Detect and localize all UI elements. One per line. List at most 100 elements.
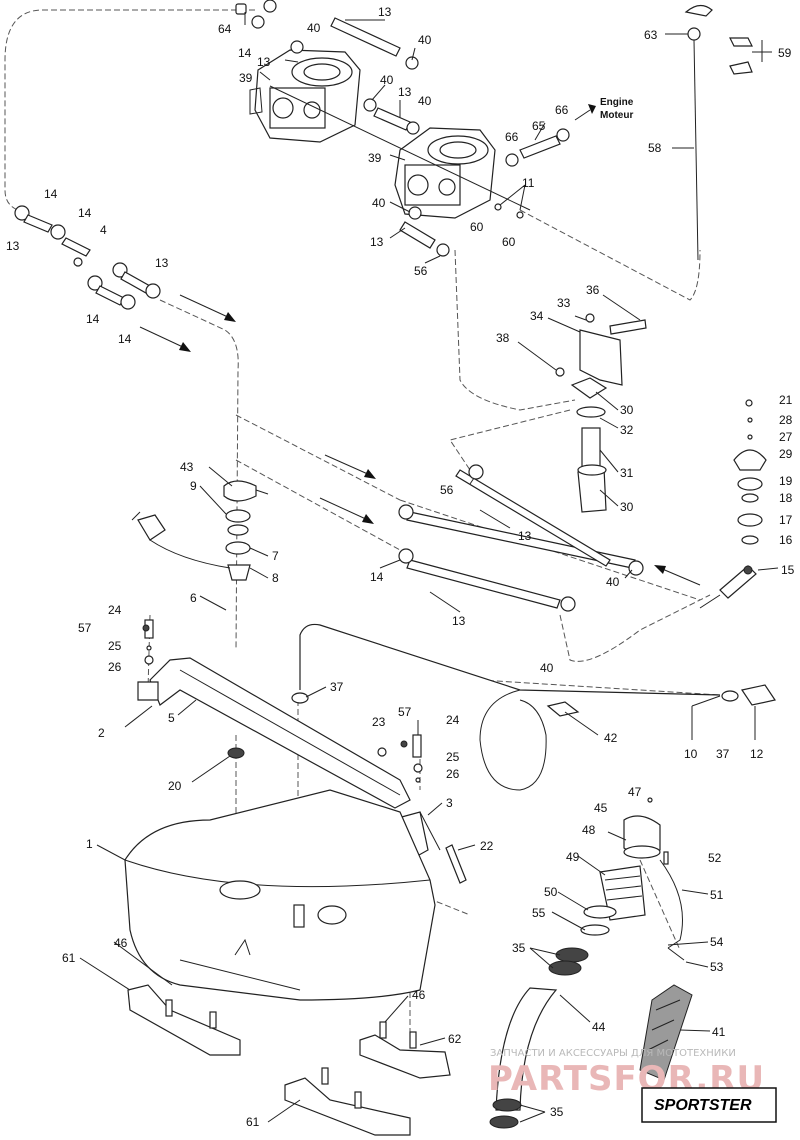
callout-48: 48 (582, 823, 596, 837)
callout-25: 25 (108, 639, 122, 653)
callout-11: 11 (522, 176, 535, 190)
callout-13: 13 (370, 235, 384, 249)
callout-13: 13 (378, 5, 392, 19)
callout-19: 19 (779, 474, 793, 488)
callout-14: 14 (370, 570, 384, 584)
callout-8: 8 (272, 571, 279, 585)
callout-64: 64 (218, 22, 232, 36)
callout-20: 20 (168, 779, 182, 793)
callout-13: 13 (518, 529, 532, 543)
callout-12: 12 (750, 747, 764, 761)
callout-60: 60 (470, 220, 484, 234)
watermark-tagline: ЗАПЧАСТИ И АКСЕССУАРЫ ДЛЯ МОТОТЕХНИКИ (490, 1048, 736, 1059)
throttle-rod (269, 85, 531, 211)
callout-47: 47 (628, 785, 642, 799)
callout-14: 14 (118, 332, 132, 346)
callout-43: 43 (180, 460, 194, 474)
vent-hose (291, 623, 776, 791)
vent-valve-stack (733, 399, 767, 545)
return-fitting (699, 565, 757, 609)
callout-14: 14 (238, 46, 252, 60)
callout-50: 50 (544, 885, 558, 899)
callout-26: 26 (446, 767, 460, 781)
callout-30: 30 (620, 403, 634, 417)
callout-46: 46 (412, 988, 426, 1002)
callout-57: 57 (398, 705, 412, 719)
callout-57: 57 (78, 621, 92, 635)
callout-31: 31 (620, 466, 634, 480)
callout-62: 62 (448, 1032, 462, 1046)
callout-38: 38 (496, 331, 510, 345)
callout-18: 18 (779, 491, 793, 505)
callout-labels: 13 64 14 13 40 40 39 40 13 40 Engine Mot… (6, 5, 795, 1129)
callout-36: 36 (586, 283, 600, 297)
callout-14: 14 (44, 187, 58, 201)
tank-strap (137, 619, 411, 809)
callout-1: 1 (86, 837, 93, 851)
callout-40: 40 (606, 575, 620, 589)
callout-22: 22 (480, 839, 494, 853)
callout-37: 37 (330, 680, 344, 694)
callout-52: 52 (708, 851, 722, 865)
callout-56: 56 (414, 264, 428, 278)
callout-40: 40 (418, 94, 432, 108)
callout-37: 37 (716, 747, 730, 761)
callout-30: 30 (620, 500, 634, 514)
callout-15: 15 (781, 563, 795, 577)
callout-63: 63 (644, 28, 658, 42)
callout-41: 41 (712, 1025, 726, 1039)
carburetor-rear (394, 127, 496, 219)
callout-40: 40 (540, 661, 554, 675)
callout-42: 42 (604, 731, 618, 745)
callout-5: 5 (168, 711, 175, 725)
engine-label-en: Engine (600, 97, 634, 108)
callout-14: 14 (78, 206, 92, 220)
callout-66: 66 (555, 103, 569, 117)
callout-28: 28 (779, 413, 793, 427)
callout-53: 53 (710, 960, 724, 974)
callout-13: 13 (398, 85, 412, 99)
callout-23: 23 (372, 715, 386, 729)
callout-4: 4 (100, 223, 107, 237)
model-name: SPORTSTER (654, 1097, 752, 1114)
tank-supports (127, 984, 451, 1136)
callout-61: 61 (62, 951, 76, 965)
strap-fasteners (142, 624, 423, 783)
callout-7: 7 (272, 549, 279, 563)
callout-40: 40 (380, 73, 394, 87)
callout-3: 3 (446, 796, 453, 810)
callout-25: 25 (446, 750, 460, 764)
callout-56: 56 (440, 483, 454, 497)
leader-lines (79, 12, 779, 1123)
fuel-hoses (398, 464, 644, 612)
callout-13: 13 (6, 239, 20, 253)
callout-13: 13 (452, 614, 466, 628)
tank-bolt (445, 844, 467, 884)
callout-10: 10 (684, 747, 698, 761)
callout-32: 32 (620, 423, 634, 437)
callout-26: 26 (108, 660, 122, 674)
flow-arrows (139, 104, 701, 586)
fittings (14, 0, 570, 310)
callout-13: 13 (257, 55, 271, 69)
callout-21: 21 (779, 393, 793, 407)
fuel-level-sensor (131, 511, 231, 569)
callout-45: 45 (594, 801, 608, 815)
engine-label-fr: Moteur (600, 110, 633, 121)
callout-16: 16 (779, 533, 793, 547)
callout-13: 13 (155, 256, 169, 270)
carburetor-front (249, 49, 361, 143)
callout-51: 51 (710, 888, 724, 902)
callout-54: 54 (710, 935, 724, 949)
callout-35: 35 (512, 941, 526, 955)
callout-61: 61 (246, 1115, 260, 1129)
callout-2: 2 (98, 726, 105, 740)
callout-66: 66 (505, 130, 519, 144)
callout-29: 29 (779, 447, 793, 461)
callout-9: 9 (190, 479, 197, 493)
callout-24: 24 (108, 603, 122, 617)
filler-neck (489, 797, 693, 1129)
callout-65: 65 (532, 119, 546, 133)
